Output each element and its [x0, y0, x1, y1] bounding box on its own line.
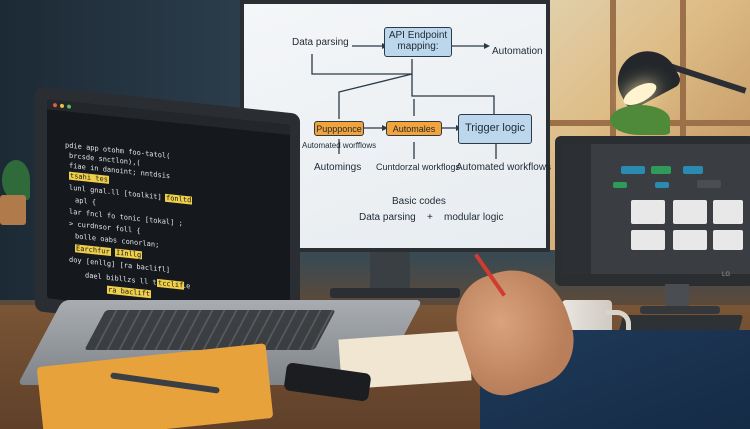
- minimize-dot-icon: [60, 103, 64, 109]
- workflow-editor-screen: [563, 144, 750, 274]
- workflow-node: [621, 166, 645, 174]
- laptop-keyboard: [84, 310, 336, 350]
- close-dot-icon: [53, 102, 57, 108]
- monitor-base: [640, 306, 720, 314]
- box-automates: Automales: [386, 121, 442, 136]
- box-trigger-logic: Trigger logic: [458, 114, 532, 144]
- workflow-node: [613, 182, 627, 188]
- code-highlight: fonltd: [165, 193, 193, 205]
- code-line: apl {: [75, 196, 97, 207]
- label-plus: +: [427, 212, 433, 223]
- monitor-sidebar: [563, 144, 591, 274]
- code-line: tsahi tes: [69, 171, 109, 184]
- label-data-parsing-top: Data parsing: [292, 37, 349, 48]
- workflow-panel: [673, 230, 707, 250]
- workflow-node: [683, 166, 703, 174]
- monitor-stand: [665, 284, 689, 310]
- whiteboard-base: [330, 288, 460, 298]
- code-highlight: Earchfur: [75, 244, 111, 257]
- plant-pot: [0, 195, 26, 225]
- right-monitor: [555, 136, 750, 286]
- workflow-node: [655, 182, 669, 188]
- workflow-node: [697, 180, 721, 188]
- plant-right: [610, 105, 670, 135]
- code-highlight: IInllg: [114, 248, 143, 260]
- label-automation: Automation: [492, 46, 543, 57]
- box-api-endpoint-mapping: API Endpoint mapping:: [384, 27, 452, 57]
- workflow-node: [651, 166, 671, 174]
- label-conditional-workflows: Cuntdorzal workflogs: [376, 162, 461, 172]
- label-basic-codes: Basic codes: [392, 196, 446, 207]
- code-line: fonltd: [165, 193, 193, 205]
- workflow-panel: [631, 230, 665, 250]
- workflow-panel: [713, 230, 743, 250]
- maximize-dot-icon: [67, 104, 71, 109]
- whiteboard-stand: [370, 252, 410, 292]
- workflow-panel: [673, 200, 707, 224]
- label-automated-workflows-right: Automated workflows: [456, 162, 552, 173]
- plant-left: [2, 160, 30, 200]
- workflow-panel: [631, 200, 665, 224]
- code-highlight: ra baclift: [107, 285, 152, 299]
- workflow-panel: [713, 200, 743, 224]
- label-data-parsing-bottom: Data parsing: [359, 212, 416, 223]
- code-editor: pdie app otohm foo-tatol( brcsde snctlon…: [47, 99, 290, 324]
- code-highlight: tcclif: [157, 278, 185, 290]
- code-line: tcclif: [157, 278, 185, 290]
- label-modular-logic: modular logic: [444, 212, 504, 223]
- label-automated-workflows-left: Automated worfflows: [302, 141, 377, 150]
- label-automings: Automings: [314, 162, 362, 173]
- monitor-brand: LG: [722, 272, 731, 278]
- code-line: ra baclift: [107, 285, 152, 299]
- code-highlight: tsahi tes: [69, 171, 109, 184]
- box-purpose: Puppponce: [314, 121, 364, 136]
- whiteboard-arrows: [311, 43, 497, 159]
